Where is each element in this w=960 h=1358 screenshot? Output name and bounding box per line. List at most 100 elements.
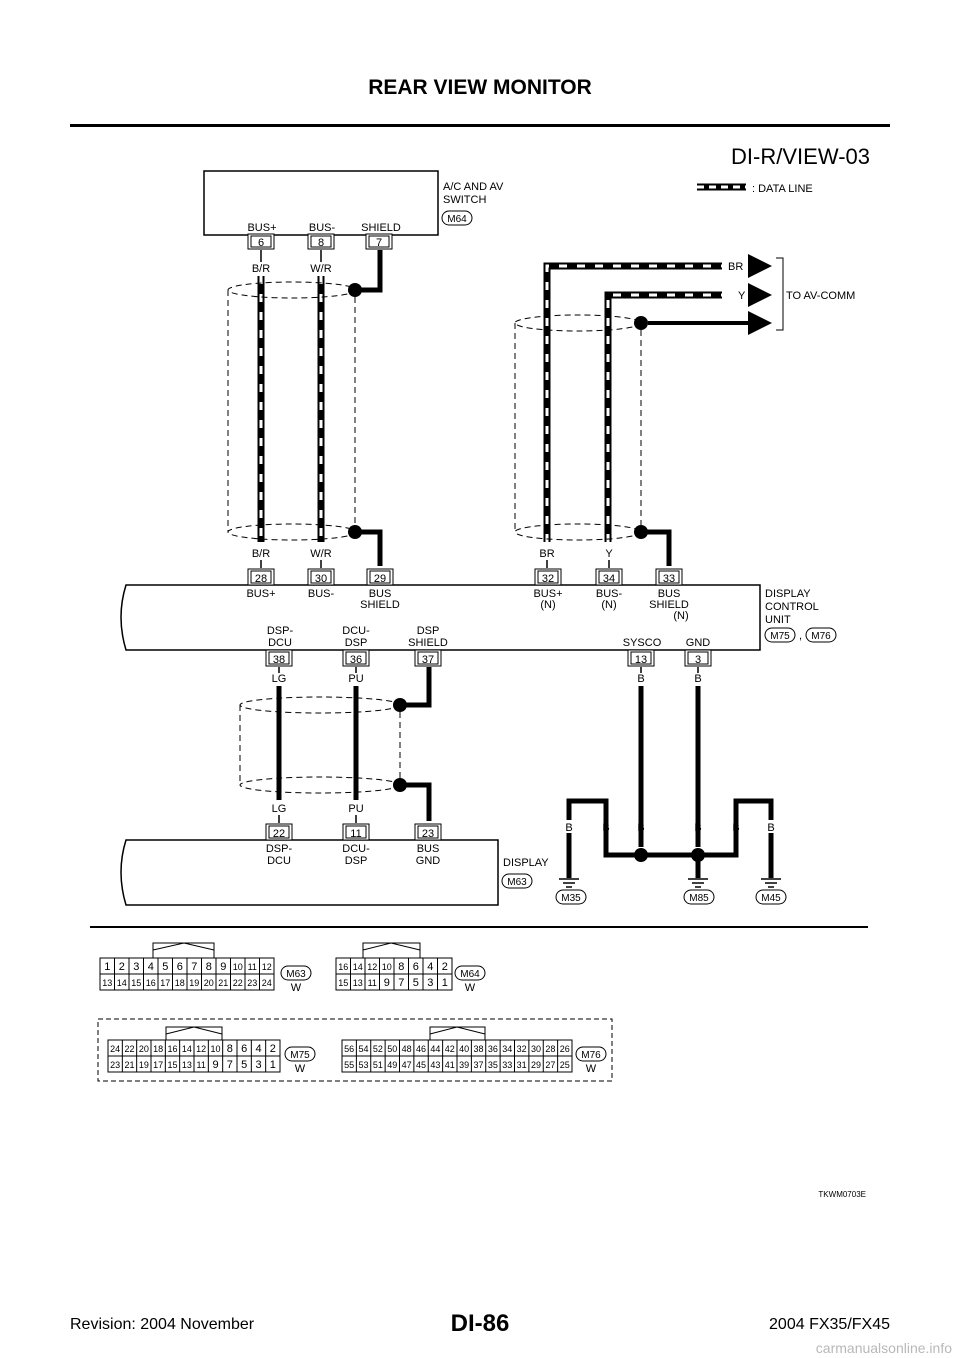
pin-number: 16 <box>338 962 348 972</box>
pin-number: 21 <box>218 978 228 988</box>
pin-number: 6 <box>241 1043 247 1055</box>
display-pin-22: 22 <box>265 823 293 841</box>
svg-text:B: B <box>565 822 572 834</box>
svg-text:W/R: W/R <box>310 548 331 560</box>
svg-text:BUS-: BUS- <box>596 588 623 600</box>
pin-number: 43 <box>430 1060 440 1070</box>
pin-number: 11 <box>196 1060 205 1070</box>
pin-number: 17 <box>160 978 170 988</box>
pin-number: 7 <box>191 961 197 973</box>
pin-number: 30 <box>531 1044 541 1054</box>
svg-text:M75: M75 <box>290 1050 310 1061</box>
svg-text:B/R: B/R <box>252 263 270 275</box>
pin-number: 44 <box>430 1044 440 1054</box>
svg-text:,: , <box>799 630 802 642</box>
pin-number: 3 <box>133 961 139 973</box>
svg-text:SYSCO: SYSCO <box>623 637 662 649</box>
pin-number: 24 <box>262 978 272 988</box>
svg-text:36: 36 <box>350 654 362 666</box>
svg-text:W: W <box>295 1063 306 1075</box>
pin-number: 5 <box>413 977 419 989</box>
pin-number: 15 <box>338 978 348 988</box>
svg-text:M63: M63 <box>507 877 527 888</box>
bus-wires-left: B/R W/R B/R W/R <box>227 250 383 568</box>
pin-number: 3 <box>255 1059 261 1071</box>
svg-text:W: W <box>291 982 302 994</box>
pin-number: 11 <box>248 962 257 972</box>
pin-number: 8 <box>206 961 212 973</box>
svg-text:33: 33 <box>663 573 675 585</box>
pin-number: 14 <box>117 978 127 988</box>
pin-number: 48 <box>402 1044 412 1054</box>
pin-number: 1 <box>104 961 110 973</box>
ground-symbol-m35 <box>559 878 579 888</box>
svg-text:SHIELD: SHIELD <box>408 637 448 649</box>
display-unit: DISPLAY M63 22 11 23 DSP- DCU DCU- DSP B… <box>120 823 549 906</box>
footer-revision: Revision: 2004 November <box>70 1316 255 1333</box>
svg-text:SHIELD: SHIELD <box>360 599 400 611</box>
svg-text:11: 11 <box>350 828 361 840</box>
svg-text:SHIELD: SHIELD <box>649 599 689 611</box>
pin-number: 12 <box>262 962 272 972</box>
pin-number: 35 <box>488 1060 498 1070</box>
svg-text:B: B <box>767 822 774 834</box>
dcu-pin-13: 13 <box>627 649 655 667</box>
pin-number: 9 <box>220 961 226 973</box>
display-control-unit: DISPLAY CONTROL UNIT M75 , M76 28 30 29 … <box>120 568 837 667</box>
pin-number: 9 <box>384 977 390 989</box>
svg-text:M63: M63 <box>286 969 306 980</box>
pin-number: 2 <box>270 1043 276 1055</box>
pin-number: 14 <box>182 1044 192 1054</box>
svg-text:B: B <box>694 673 701 685</box>
pin-number: 3 <box>427 977 433 989</box>
svg-text:DCU: DCU <box>267 855 291 867</box>
pin-number: 12 <box>367 962 377 972</box>
ground-symbol-m45 <box>761 878 781 888</box>
pin-number: 18 <box>175 978 185 988</box>
svg-text:W/R: W/R <box>310 263 331 275</box>
display-pin-23: 23 <box>414 823 442 841</box>
data-line-legend: : DATA LINE <box>697 183 813 195</box>
pin-number: 22 <box>124 1044 134 1054</box>
svg-text:M85: M85 <box>689 893 709 904</box>
ac-pin-box: 6 <box>247 233 275 250</box>
pin-number: 25 <box>560 1060 570 1070</box>
svg-text:37: 37 <box>422 654 434 666</box>
pin-number: 54 <box>359 1044 369 1054</box>
svg-text:BR: BR <box>539 548 554 560</box>
svg-text:29: 29 <box>374 573 386 585</box>
display-pin-11: 11 <box>342 823 370 841</box>
pin-number: 7 <box>227 1059 233 1071</box>
pin-number: 10 <box>382 962 392 972</box>
dcu-pin-29: 29 <box>366 568 394 586</box>
ac-term-label: SHIELD <box>361 222 401 234</box>
pin-number: 1 <box>442 977 448 989</box>
svg-text:(N): (N) <box>601 599 616 611</box>
pin-number: 29 <box>531 1060 541 1070</box>
pin-number: 23 <box>110 1060 120 1070</box>
svg-text:M35: M35 <box>561 893 581 904</box>
svg-text:GND: GND <box>686 637 711 649</box>
svg-text:GND: GND <box>416 855 441 867</box>
pin-number: 26 <box>560 1044 570 1054</box>
pin-number: 5 <box>241 1059 247 1071</box>
svg-text:6: 6 <box>258 237 264 249</box>
to-av-comm-label: TO AV-COMM <box>786 290 855 302</box>
svg-text:DSP-: DSP- <box>266 843 293 855</box>
pin-number: 23 <box>247 978 257 988</box>
pin-number: 55 <box>344 1060 354 1070</box>
svg-text:SWITCH: SWITCH <box>443 194 486 206</box>
pin-number: 12 <box>196 1044 206 1054</box>
pin-number: 8 <box>398 961 404 973</box>
pin-number: 17 <box>153 1060 163 1070</box>
pin-number: 32 <box>517 1044 527 1054</box>
svg-text:DSP-: DSP- <box>267 625 294 637</box>
svg-text:B: B <box>637 822 644 834</box>
pin-number: 51 <box>373 1060 383 1070</box>
svg-text:W: W <box>465 982 476 994</box>
dcu-pin-38: 38 <box>265 649 293 667</box>
